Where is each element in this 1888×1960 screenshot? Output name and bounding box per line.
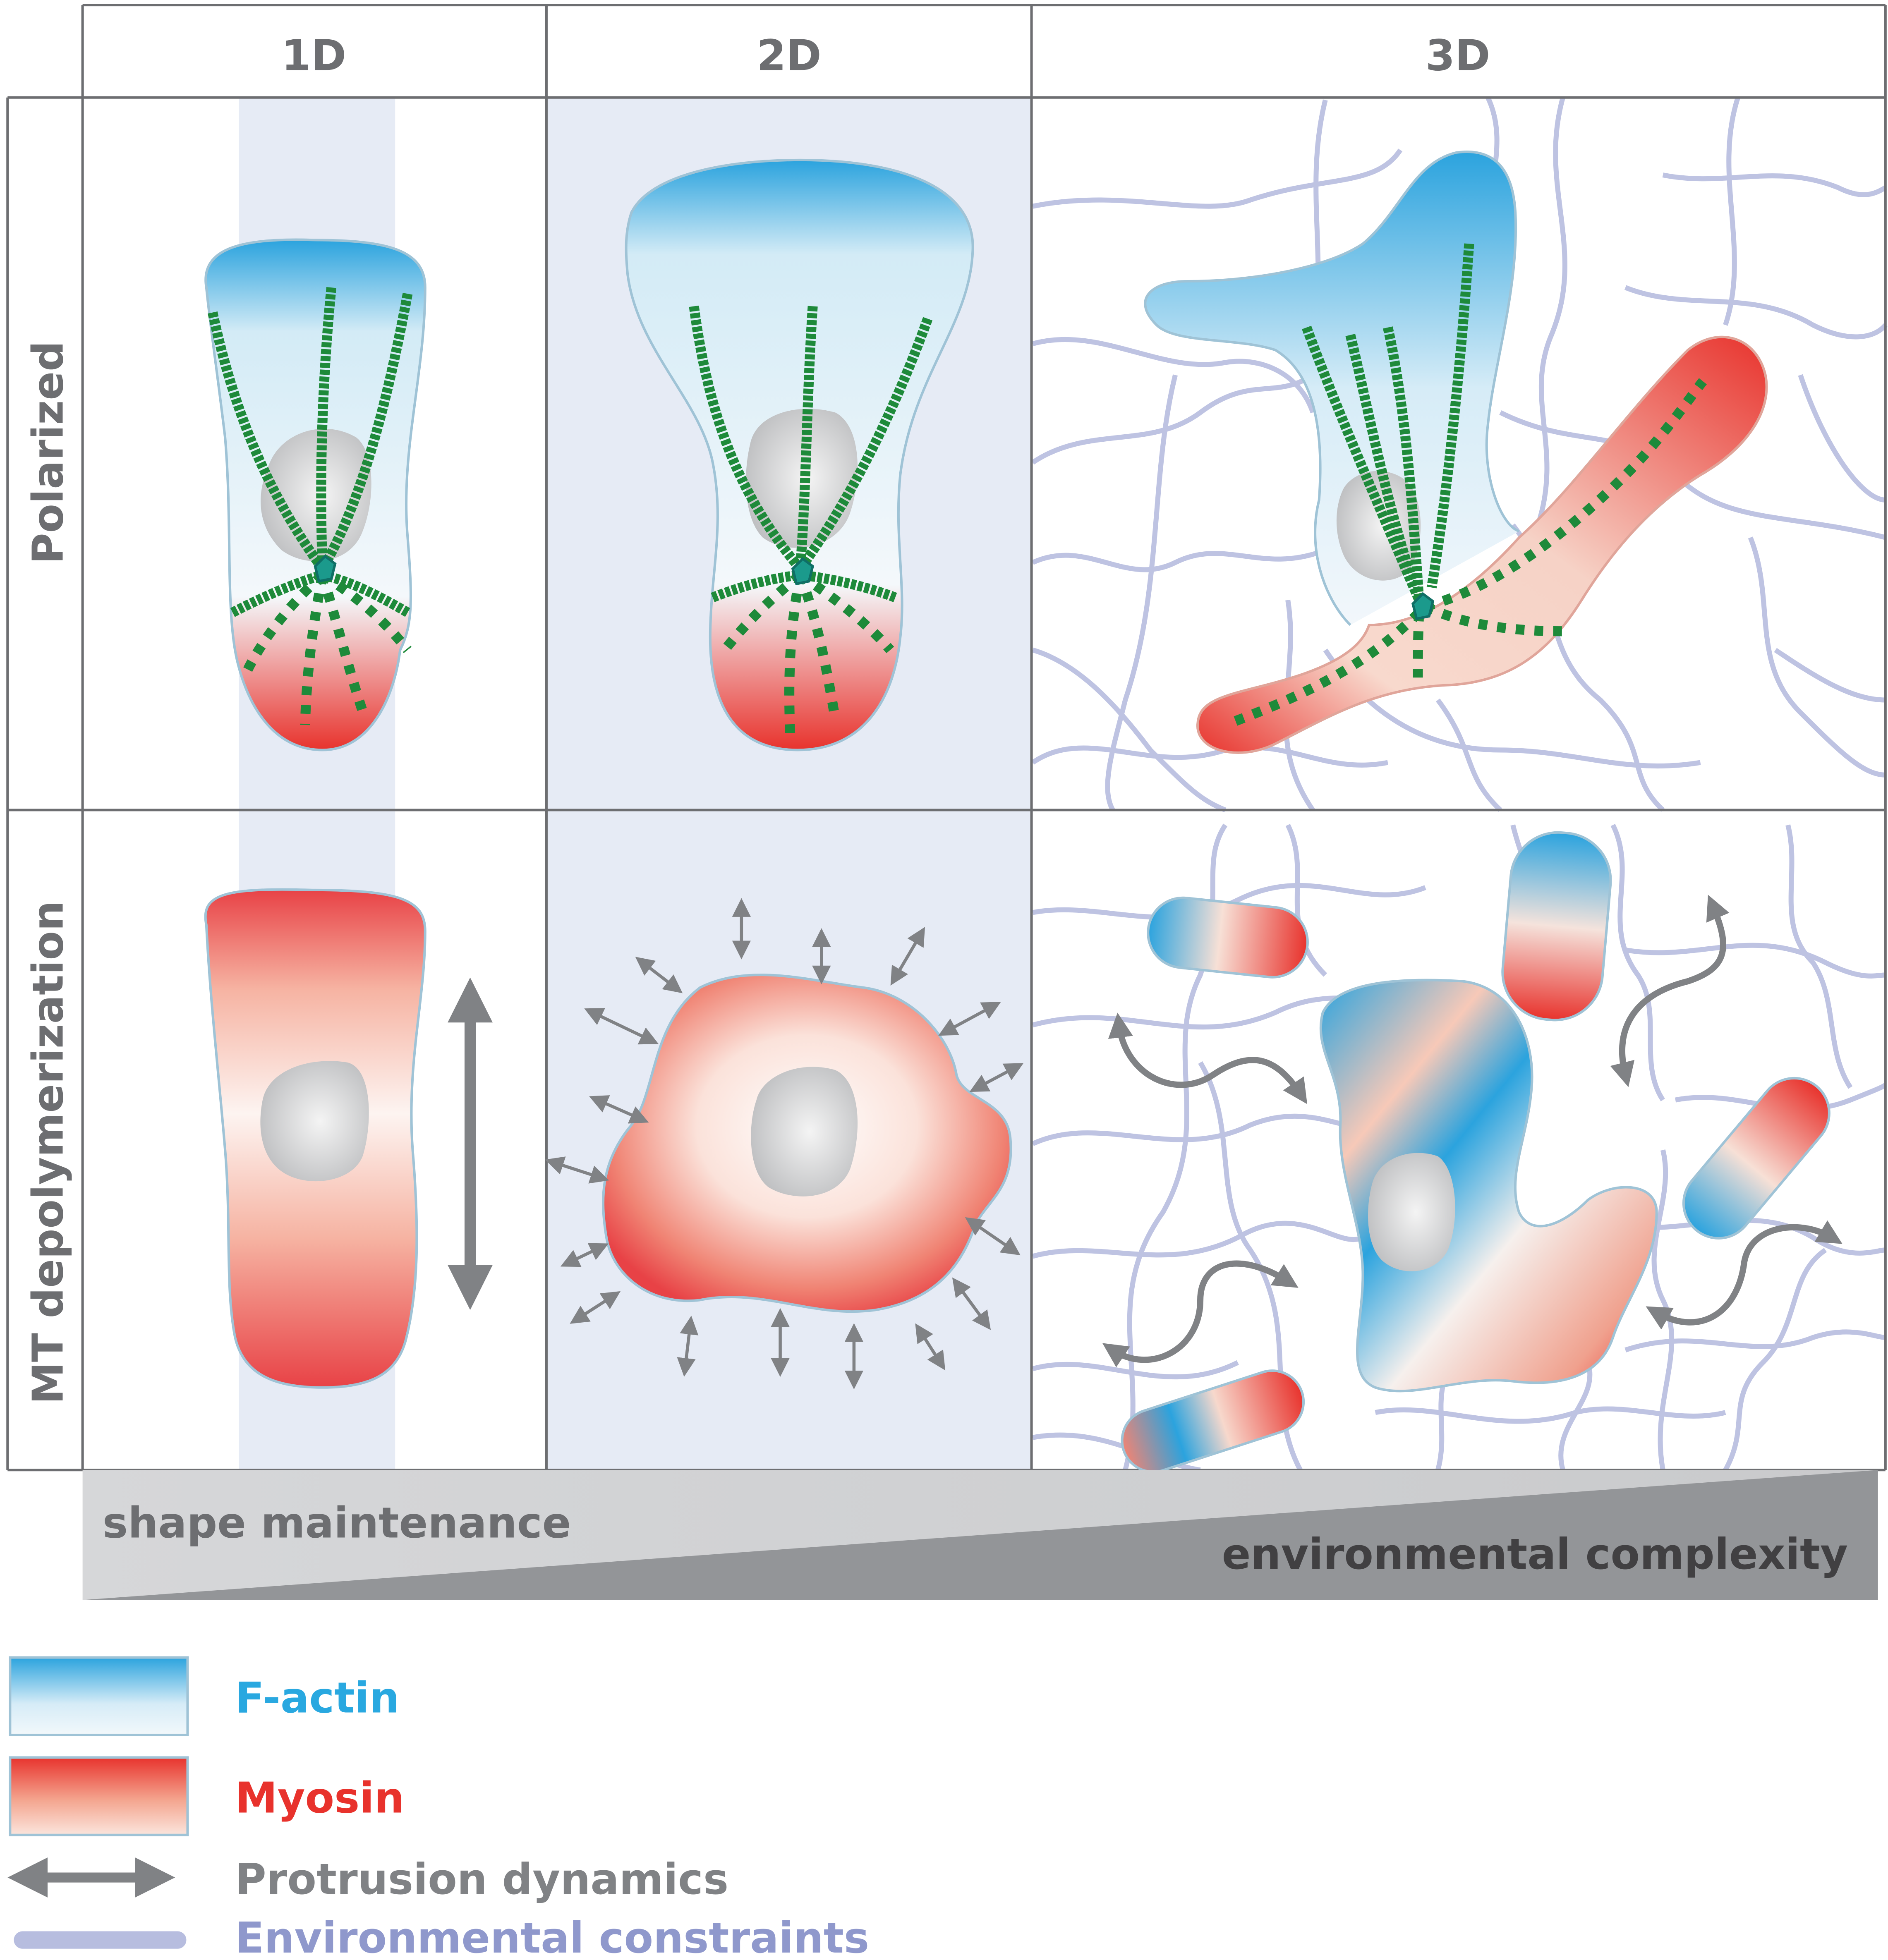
legend-label-environmental-constraints: Environmental constraints [235,1914,869,1960]
label-environmental-complexity: environmental complexity [1222,1530,1848,1579]
legend-label-f-actin: F-actin [235,1674,399,1723]
microtubules [689,305,933,602]
centrosome [1411,592,1435,620]
myosin-swatch [9,1756,189,1836]
fragment [1147,896,1309,979]
microtubules-dynamic [240,571,412,725]
legend: F-actin Myosin Protrusion dynamics Envir… [7,1656,869,1960]
fragment [1121,1369,1305,1473]
gradient-bar: shape maintenance environmental complexi… [82,1470,1878,1600]
microtubules [1302,243,1474,602]
cell-polarized-1d [204,238,426,751]
label-shape-maintenance: shape maintenance [103,1498,571,1548]
cell-polarized-2d [625,158,974,751]
f-actin-swatch [9,1656,189,1737]
legend-label-myosin: Myosin [235,1773,404,1823]
protrusion-arrows [1102,895,1842,1368]
column-header-1d: 1D [281,31,346,80]
legend-label-protrusion-dynamics: Protrusion dynamics [235,1855,728,1904]
centrosome [314,554,337,583]
column-headers: 1D 2D 3D [281,31,1490,80]
microtubules-dynamic [719,571,894,735]
column-header-3d: 3D [1426,31,1490,80]
fragment [1501,831,1612,1022]
protrusion-arrows [545,898,1024,1390]
cell-depolymerized-2d [545,898,1024,1390]
cell-polarized-3d [1144,151,1768,754]
nucleus [260,1061,369,1182]
row-header-polarized: Polarized [24,341,73,564]
nucleus [751,1067,858,1197]
cell-depolymerized-1d [204,888,493,1389]
nucleus [1368,1153,1455,1271]
column-header-2d: 2D [757,31,822,80]
cell-depolymerized-3d [1102,831,1842,1473]
microtubules [208,287,413,617]
microtubules-dynamic [1229,378,1707,728]
row-header-mt-depolymerization: MT depolymerization [24,901,73,1405]
centrosome [791,557,815,585]
fragment [1682,1077,1830,1240]
row-headers: Polarized MT depolymerization [24,341,73,1404]
